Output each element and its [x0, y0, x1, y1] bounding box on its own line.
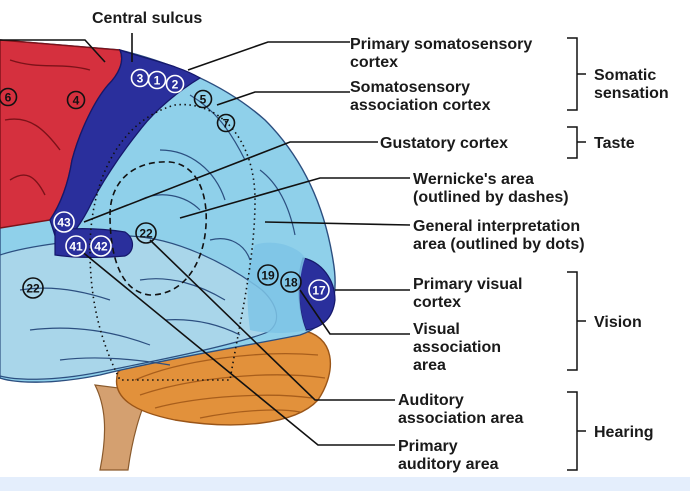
label-primary-visual-1: Primary visual [413, 276, 522, 293]
label-gustatory: Gustatory cortex [380, 135, 508, 152]
label-primary-auditory-2: auditory area [398, 456, 499, 473]
label-wernicke-1: Wernicke's area [413, 171, 534, 188]
area-badge-number: 19 [261, 269, 275, 283]
area-badge-circle [66, 90, 86, 110]
area-badge-number: 42 [94, 240, 108, 254]
label-primary-auditory-1: Primary [398, 438, 458, 455]
label-primary-somatosensory-1: Primary somatosensory [350, 36, 532, 53]
label-wernicke-2: (outlined by dashes) [413, 189, 569, 206]
area-badge-circle [53, 211, 75, 233]
area-badge-number: 3 [137, 72, 144, 86]
area-badge-number: 4 [73, 94, 80, 108]
area-badge-5: 5 [193, 89, 213, 109]
area-badge-number: 7 [223, 117, 230, 131]
visual-association-region [247, 242, 306, 333]
area-badge-19: 19 [257, 264, 279, 286]
area-badge-2: 2 [165, 74, 185, 94]
group-taste: Taste [594, 135, 635, 152]
label-primary-somatosensory-2: cortex [350, 54, 398, 71]
area-badge-circle [165, 74, 185, 94]
area-badge-number: 5 [200, 93, 207, 107]
label-primary-visual-2: cortex [413, 294, 461, 311]
label-visual-association-2: association [413, 339, 501, 356]
area-badge-4: 4 [66, 90, 86, 110]
group-hearing: Hearing [594, 424, 654, 441]
area-badge-43: 43 [53, 211, 75, 233]
wernicke-outline [109, 161, 208, 296]
area-badge-circle [257, 264, 279, 286]
label-general-interpretation-1: General interpretation [413, 218, 580, 235]
area-badge-number: 6 [5, 91, 12, 105]
label-central-sulcus: Central sulcus [92, 10, 202, 27]
area-badge-circle [308, 279, 330, 301]
area-badge-circle [65, 235, 87, 257]
area-badge-7: 7 [216, 113, 236, 133]
label-somatosensory-association-1: Somatosensory [350, 79, 470, 96]
label-auditory-association-1: Auditory [398, 392, 464, 409]
area-badge-circle [216, 113, 236, 133]
area-badge-42: 42 [90, 235, 112, 257]
area-badge-number: 41 [69, 240, 83, 254]
area-badge-1: 1 [147, 70, 167, 90]
area-badge-3: 3 [130, 68, 150, 88]
label-visual-association-1: Visual [413, 321, 460, 338]
area-badge-41: 41 [65, 235, 87, 257]
area-badge-circle [22, 277, 44, 299]
area-badge-number: 43 [57, 216, 71, 230]
area-badge-number: 2 [172, 78, 179, 92]
area-badge-number: 18 [284, 276, 298, 290]
area-badge-22: 22 [22, 277, 44, 299]
area-badge-6: 6 [0, 87, 18, 107]
footer-bar [0, 477, 690, 491]
gyri-lines [19, 94, 296, 366]
area-badge-circle [193, 89, 213, 109]
area-badge-circle [280, 271, 302, 293]
label-auditory-association-2: association area [398, 410, 524, 427]
group-somatic-2: sensation [594, 85, 669, 102]
group-somatic-1: Somatic [594, 67, 656, 84]
area-badge-number: 17 [312, 284, 326, 298]
leader-lines [0, 33, 411, 446]
area-badge-number: 22 [26, 282, 40, 296]
group-brackets [567, 37, 586, 471]
label-general-interpretation-2: area (outlined by dots) [413, 236, 585, 253]
area-badge-circle [135, 222, 157, 244]
area-badge-number: 1 [154, 74, 161, 88]
area-badge-22: 22 [135, 222, 157, 244]
general-interpretation-outline [89, 103, 256, 381]
area-badge-circle [90, 235, 112, 257]
group-vision: Vision [594, 314, 642, 331]
area-badge-circle [147, 70, 167, 90]
area-badge-number: 22 [139, 227, 153, 241]
label-somatosensory-association-2: association cortex [350, 97, 491, 114]
label-visual-association-3: area [413, 357, 446, 374]
area-badge-17: 17 [308, 279, 330, 301]
area-badge-circle [0, 87, 18, 107]
area-badge-18: 18 [280, 271, 302, 293]
